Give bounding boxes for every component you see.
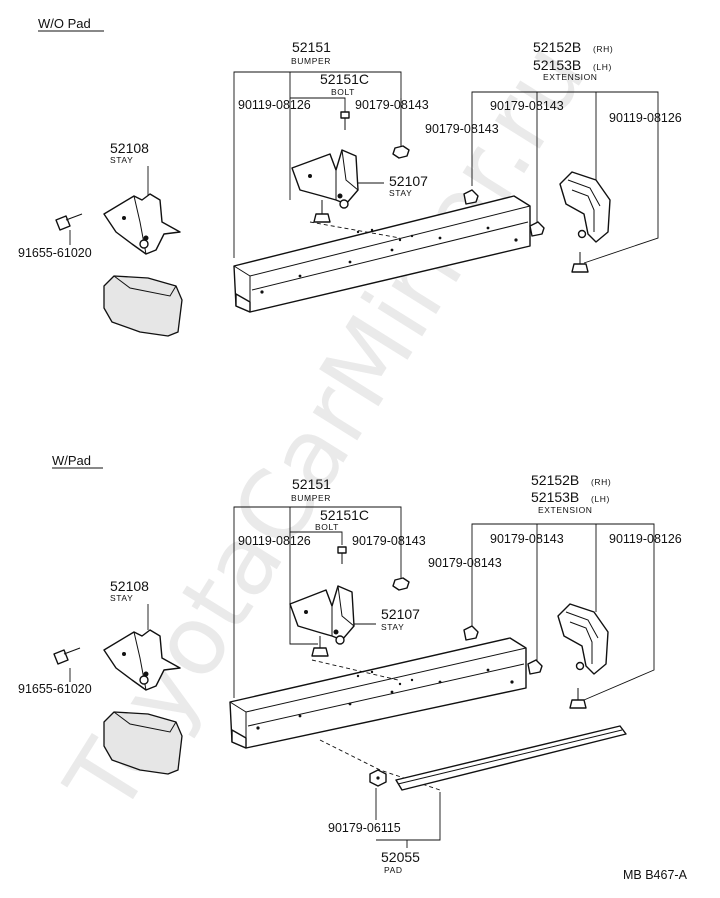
stay-bolt-label: 91655-61020 (18, 246, 92, 260)
bolt-90119-label: 90119-08126 (238, 534, 311, 548)
nut-90179-label: 90179-08143 (355, 98, 429, 112)
section-without-pad: W/O Pad 52151 BUMPER 52151C BOLT 90119-0… (18, 16, 682, 337)
extension-nut-label-upper: 90179-08143 (490, 532, 564, 546)
extension-lh-part-number: 52153B (533, 57, 581, 73)
mount-dashed-line (309, 221, 401, 239)
bolt-90119 (313, 200, 331, 223)
bumper-52151 (229, 637, 527, 749)
bumper-52151 (233, 195, 531, 313)
nut-90179 (392, 145, 410, 159)
extension-rh-part-number: 52152B (533, 39, 581, 55)
mount-dashed-line (311, 659, 399, 681)
extension-nut-label-lower: 90179-08143 (428, 556, 502, 570)
extension-bolt-label: 90119-08126 (609, 532, 682, 546)
bumper-part-number: 52151 (292, 39, 331, 55)
stay-r-part-number: 52107 (381, 606, 420, 622)
stay-bolt-91655 (53, 647, 81, 665)
section-heading: W/O Pad (38, 16, 91, 31)
nut-90179-label: 90179-08143 (352, 534, 426, 548)
figure-code: MB B467-A (623, 868, 688, 882)
bumper-part-name: BUMPER (291, 56, 331, 66)
extension-lh-part-number: 52153B (531, 489, 579, 505)
extension-nut-right (529, 221, 545, 237)
extension-bolt (569, 688, 587, 709)
stay-l-part-name: STAY (110, 155, 133, 165)
pad-nut-label: 90179-06115 (328, 821, 401, 835)
stay-l-part-number: 52108 (110, 140, 149, 156)
extension-rh-suffix: (RH) (591, 477, 611, 487)
extension-lh-suffix: (LH) (593, 62, 612, 72)
stay-r-part-name: STAY (381, 622, 404, 632)
stay-l-part-number: 52108 (110, 578, 149, 594)
stay-r-part-name: STAY (389, 188, 412, 198)
extension-nut-label-upper: 90179-08143 (490, 99, 564, 113)
section-heading: W/Pad (52, 453, 91, 468)
extension-rh-suffix: (RH) (593, 44, 613, 54)
extension-bolt-label: 90119-08126 (609, 111, 682, 125)
end-cap (103, 711, 183, 775)
pad-part-number: 52055 (381, 849, 420, 865)
extension-bolt (571, 252, 589, 273)
extension-nut-left (463, 625, 479, 641)
end-cap (103, 275, 183, 337)
leader-lines (69, 506, 655, 848)
stay-bolt-91655 (55, 213, 83, 231)
stay-52107 (291, 149, 359, 209)
extension-52152b (559, 171, 611, 243)
stay-52107 (289, 585, 355, 645)
extension-52152b (557, 603, 609, 675)
bumper-part-name: BUMPER (291, 493, 331, 503)
nut-90179 (392, 577, 410, 591)
leader-lines (69, 71, 659, 264)
pad-part-name: PAD (384, 865, 403, 875)
extension-nut-left (463, 189, 479, 205)
extension-rh-part-number: 52152B (531, 472, 579, 488)
pad-nut-90179 (369, 769, 387, 787)
bolt-part-number: 52151C (320, 71, 369, 87)
stay-l-part-name: STAY (110, 593, 133, 603)
bumper-part-number: 52151 (292, 476, 331, 492)
extension-part-name: EXTENSION (543, 72, 598, 82)
bolt-part-number: 52151C (320, 507, 369, 523)
bolt-90119-label: 90119-08126 (238, 98, 311, 112)
stay-52108 (103, 193, 181, 255)
bolt-52151c (337, 546, 347, 564)
extension-part-name: EXTENSION (538, 505, 593, 515)
pad-52055 (395, 725, 627, 791)
bolt-52151c (340, 111, 350, 130)
extension-nut-right (527, 659, 543, 675)
stay-r-part-number: 52107 (389, 173, 428, 189)
section-with-pad: W/Pad 52151 BUMPER 52151C BOLT 90119-081… (18, 453, 688, 882)
stay-52108 (103, 629, 181, 691)
bolt-part-name: BOLT (331, 87, 355, 97)
bolt-90119 (311, 636, 329, 657)
bolt-part-name: BOLT (315, 522, 339, 532)
stay-bolt-label: 91655-61020 (18, 682, 92, 696)
extension-nut-label-lower: 90179-08143 (425, 122, 499, 136)
pad-dashed-line (319, 739, 441, 791)
extension-lh-suffix: (LH) (591, 494, 610, 504)
